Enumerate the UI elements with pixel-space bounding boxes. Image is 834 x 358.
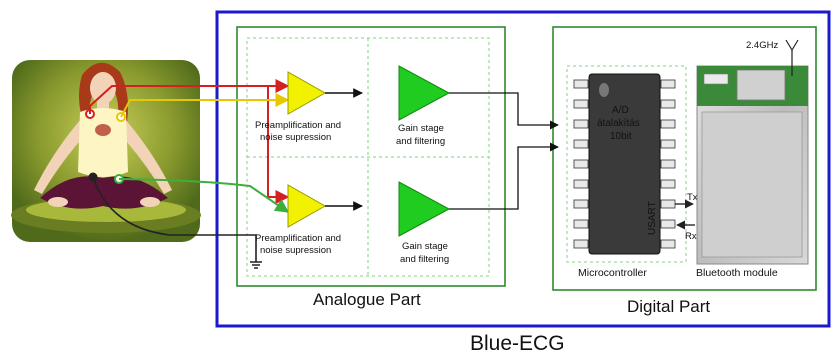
preamp-bottom [287,184,363,228]
person-illustration [11,60,201,242]
wire-red [89,79,290,114]
microcontroller-box [566,65,687,263]
antenna-icon [785,39,799,76]
digital-section [552,26,817,291]
gain-bottom-label-1: Gain stage [402,241,448,252]
gain-bottom [398,142,559,237]
rx-label: Rx [685,231,697,242]
tx-label: Tx [687,192,698,203]
preamp-top-label-1: Preamplification and [255,120,341,131]
usart-label: USART [647,201,658,235]
microcontroller-label: Microcontroller [578,267,647,279]
ground-icon [250,261,262,269]
preamp-bottom-label-2: noise supression [260,245,331,256]
bt-frequency: 2.4GHz [746,40,778,51]
bluetooth-label: Bluetooth module [696,267,778,279]
analogue-part-label: Analogue Part [313,290,421,309]
microcontroller-chip [573,73,676,255]
mcu-text-3: 10bit [610,131,632,142]
diagram-title: Blue-ECG [470,332,565,355]
preamp-top-label-2: noise supression [260,132,331,143]
gain-top [398,65,559,130]
digital-part-label: Digital Part [627,297,710,316]
preamp-bottom-label-1: Preamplification and [255,233,341,244]
mcu-text-2: átalakítás [597,118,640,129]
wire-black [92,176,257,262]
mcu-text-1: A/D [612,105,629,116]
blue-ecg-frame [215,10,831,328]
analogue-section [236,26,506,287]
wire-yellow [120,93,290,118]
bluetooth-module [696,65,809,265]
wire-red-branch [267,86,290,204]
gain-bottom-label-2: and filtering [400,254,449,265]
preamp-top [287,71,363,115]
wire-green [118,178,290,213]
gain-top-label-2: and filtering [396,136,445,147]
gain-top-label-1: Gain stage [398,123,444,134]
